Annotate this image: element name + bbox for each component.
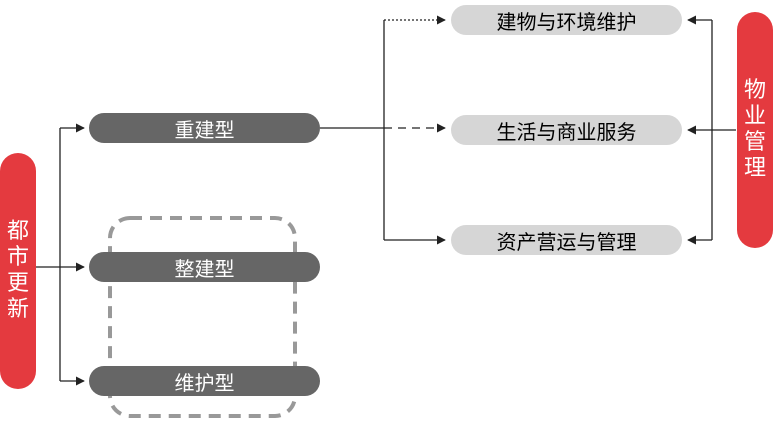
building-maintenance-pill: 建物与环境维护 [451, 5, 682, 35]
dashed-group-border [108, 216, 297, 418]
building-maintenance-label: 建物与环境维护 [496, 9, 637, 34]
property-management-char-4: 理 [743, 156, 766, 181]
property-management-char-2: 业 [743, 104, 766, 129]
urban-renewal-char-4: 新 [6, 297, 29, 322]
rebuild-type-label: 重建型 [174, 117, 235, 142]
asset-operation-label: 资产营运与管理 [496, 229, 637, 254]
maintain-type-pill: 维护型 [89, 366, 320, 396]
urban-renewal-char-3: 更 [6, 271, 29, 296]
asset-operation-pill: 资产营运与管理 [451, 225, 682, 255]
urban-renewal-char-2: 市 [6, 245, 29, 270]
life-commerce-services-label: 生活与商业服务 [496, 119, 637, 144]
urban-renewal-char-1: 都 [6, 219, 29, 244]
rebuild-type-pill: 重建型 [89, 113, 320, 143]
property-management-char-3: 管 [743, 130, 766, 155]
property-management-pill: 物 业 管 理 [737, 12, 773, 248]
refurbish-type-label: 整建型 [174, 256, 235, 281]
refurbish-type-pill: 整建型 [89, 252, 320, 282]
property-management-char-1: 物 [743, 78, 766, 103]
maintain-type-label: 维护型 [174, 370, 235, 395]
urban-renewal-pill: 都 市 更 新 [0, 153, 36, 389]
life-commerce-services-pill: 生活与商业服务 [451, 115, 682, 145]
